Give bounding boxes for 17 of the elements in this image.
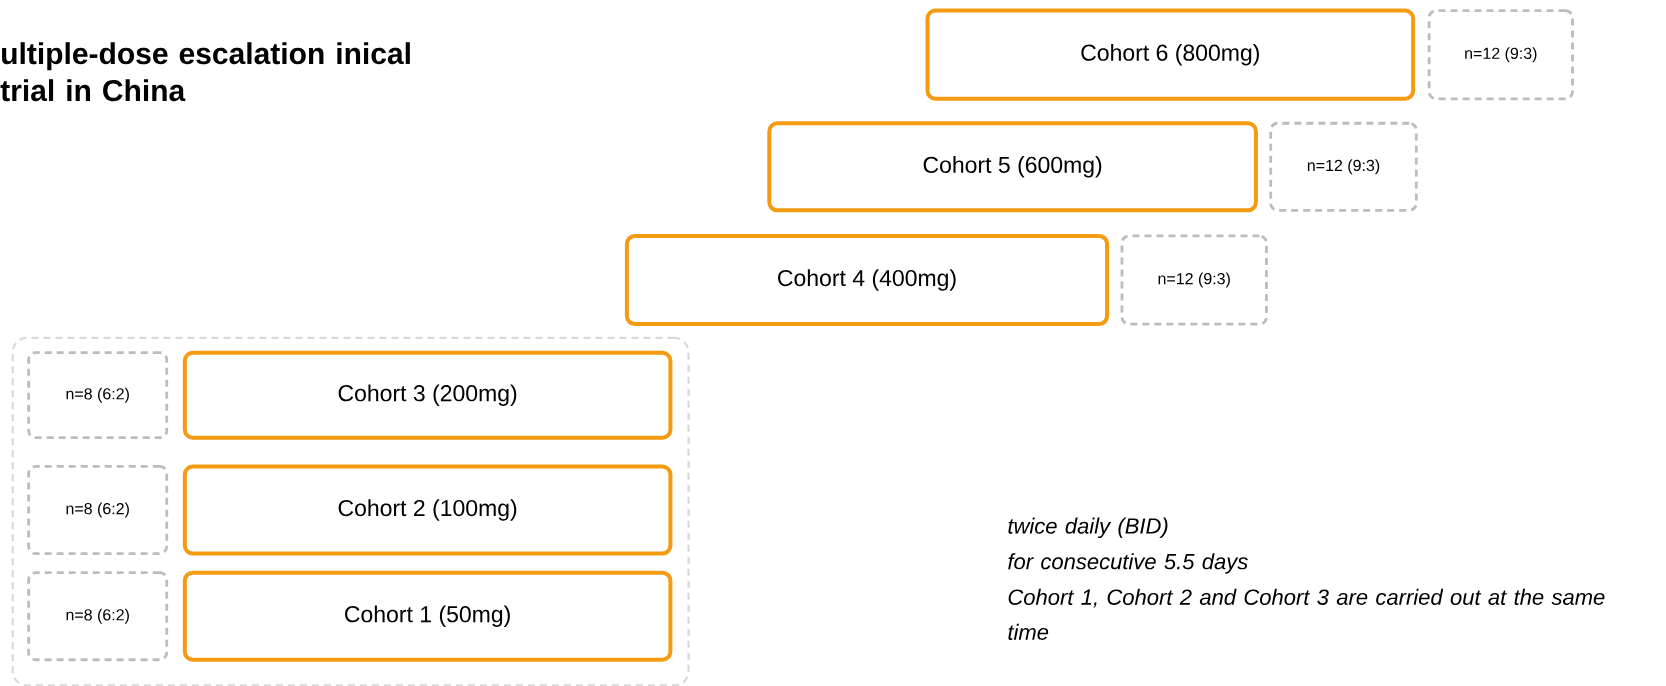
cohort-box: Cohort 2 (100mg) (182, 464, 673, 556)
group-frame (11, 336, 690, 686)
cohort-box: Cohort 1 (50mg) (182, 570, 673, 662)
note-text: for consecutive 5.5 days (1008, 553, 1248, 574)
cohort-box: Cohort 5 (600mg) (767, 121, 1258, 213)
sample-size-box: n=12 (9:3) (1120, 234, 1268, 326)
sample-size-box: n=12 (9:3) (1427, 9, 1574, 101)
cohort-box: Cohort 3 (200mg) (182, 350, 673, 440)
cohort-box: Cohort 6 (800mg) (925, 8, 1416, 101)
sample-size-box: n=12 (9:3) (1269, 121, 1418, 212)
sample-size-box: n=8 (6:2) (27, 571, 169, 662)
title: ultiple-dose escalation inical trial in China (0, 42, 410, 102)
sample-size-box: n=8 (6:2) (27, 351, 169, 440)
note-text: twice daily (BID) (1008, 517, 1168, 539)
cohort-box: Cohort 4 (400mg) (624, 233, 1110, 327)
note-text: Cohort 1, Cohort 2 and Cohort 3 are carried out at the same time (1008, 588, 1605, 640)
sample-size-box: n=8 (6:2) (27, 465, 169, 555)
